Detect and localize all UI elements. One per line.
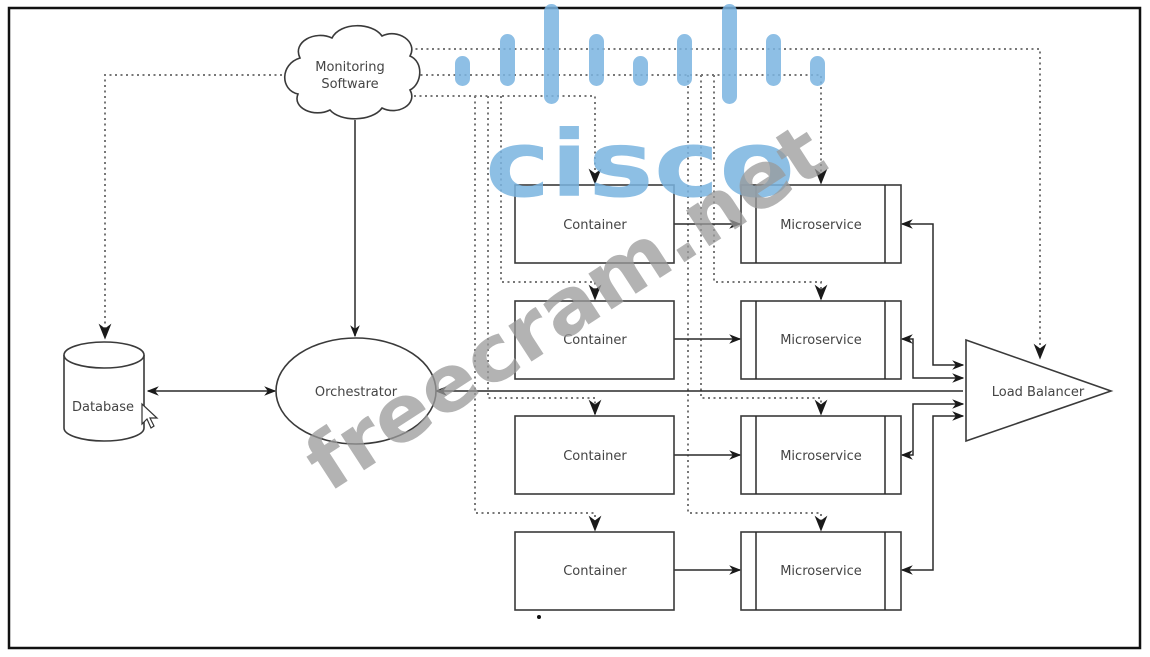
monitoring-label-line2: Software bbox=[321, 77, 378, 92]
microservice-label: Microservice bbox=[780, 564, 862, 579]
microservice-node-1[interactable]: Microservice bbox=[740, 184, 902, 264]
container-label: Container bbox=[563, 564, 627, 579]
microservice-node-3[interactable]: Microservice bbox=[740, 415, 902, 495]
container-label: Container bbox=[563, 333, 627, 348]
container-node-1[interactable]: Container bbox=[514, 184, 675, 264]
container-label: Container bbox=[563, 218, 627, 233]
microservice-label: Microservice bbox=[780, 333, 862, 348]
solid-connectors bbox=[146, 120, 965, 575]
container-node-3[interactable]: Container bbox=[514, 415, 675, 495]
cisco-wordmark: cisco bbox=[485, 111, 795, 218]
container-node-4[interactable]: Container bbox=[514, 531, 675, 611]
database-node[interactable]: Database bbox=[63, 341, 145, 442]
orchestrator-label: Orchestrator bbox=[315, 385, 398, 400]
dotted-edge-monitor-microservice-4 bbox=[687, 75, 828, 532]
container-box bbox=[514, 300, 675, 380]
dotted-edge-monitor-microservice-3 bbox=[700, 75, 828, 416]
cylinder-top bbox=[63, 341, 145, 369]
ellipse-shape bbox=[275, 337, 437, 445]
mouse-cursor-icon bbox=[141, 402, 159, 429]
container-label: Container bbox=[563, 449, 627, 464]
monitoring-label-line1: Monitoring bbox=[315, 60, 385, 75]
dotted-edge-monitor-container-2 bbox=[500, 96, 602, 301]
microservice-node-4[interactable]: Microservice bbox=[740, 531, 902, 611]
microservice-label: Microservice bbox=[780, 218, 862, 233]
dotted-edge-monitor-container-4 bbox=[474, 96, 602, 532]
monitoring-connectors bbox=[98, 48, 1047, 532]
container-box bbox=[514, 184, 675, 264]
load-balancer-label: Load Balancer bbox=[992, 385, 1085, 400]
container-box bbox=[514, 415, 675, 495]
database-label: Database bbox=[72, 400, 134, 415]
load-balancer-node[interactable]: Load Balancer bbox=[965, 338, 1114, 443]
dotted-edge-monitor-database bbox=[98, 74, 282, 340]
orchestrator-node[interactable]: Orchestrator bbox=[275, 337, 437, 445]
dotted-edge-monitor-microservice-2 bbox=[713, 75, 828, 301]
microservice-node-2[interactable]: Microservice bbox=[740, 300, 902, 380]
dotted-edge-monitor-loadbalancer bbox=[410, 48, 1047, 360]
microservice-box bbox=[740, 184, 902, 264]
microservice-label: Microservice bbox=[780, 449, 862, 464]
monitoring-software-node[interactable]: Monitoring Software bbox=[284, 25, 421, 120]
microservice-box bbox=[740, 300, 902, 380]
container-node-2[interactable]: Container bbox=[514, 300, 675, 380]
triangle-shape bbox=[965, 338, 1114, 443]
cylinder-body bbox=[63, 355, 145, 442]
microservice-box bbox=[740, 531, 902, 611]
container-box bbox=[514, 531, 675, 611]
microservice-box bbox=[740, 415, 902, 495]
cloud-shape bbox=[284, 25, 421, 120]
cisco-logo-icon bbox=[455, 4, 825, 104]
edge-loadbalancer-microservice-4 bbox=[900, 411, 965, 575]
stray-dot bbox=[537, 615, 541, 619]
cisco-watermark: cisco bbox=[455, 4, 825, 218]
edge-loadbalancer-microservice-2 bbox=[900, 334, 965, 383]
